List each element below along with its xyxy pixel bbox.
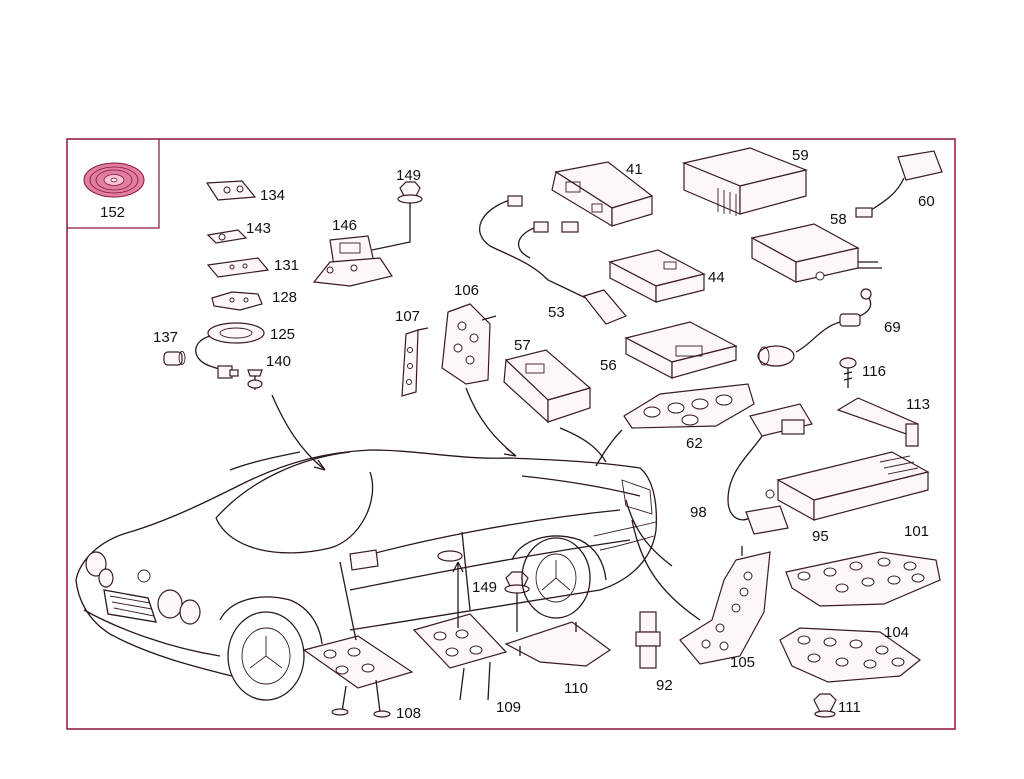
part-108-bracket [302,635,414,718]
part-label-116: 116 [862,363,886,380]
part-label-108: 108 [396,705,421,722]
part-label-101: 101 [904,523,929,540]
part-label-69: 69 [884,319,901,336]
part-111-nut [813,693,837,718]
part-140-screw [247,369,263,390]
part-92-connector [635,611,661,669]
part-110-plate [504,621,612,667]
part-label-62: 62 [686,435,703,452]
part-56-module [624,321,738,379]
car-body-illustration [75,449,658,701]
part-label-106: 106 [454,282,479,299]
part-107-strap [401,327,429,397]
part-134-bracket [205,180,257,201]
part-label-134: 134 [260,187,285,204]
part-label-146: 146 [332,217,357,234]
part-128-cover [211,291,263,311]
part-label-107: 107 [395,308,420,325]
part-146-housing [312,235,393,287]
part-label-149a: 149 [396,167,421,184]
part-125-antenna-module [195,322,265,379]
part-label-104: 104 [884,624,909,641]
part-label-140: 140 [266,353,291,370]
part-label-109: 109 [496,699,521,716]
part-label-53: 53 [548,304,565,321]
part-label-57: 57 [514,337,531,354]
part-label-113: 113 [906,396,930,413]
part-label-92: 92 [656,677,673,694]
cd-disc-icon [83,162,145,198]
part-44-module [608,249,706,303]
part-label-143: 143 [246,220,271,237]
part-label-111: 111 [838,699,861,716]
part-label-149b: 149 [472,579,497,596]
part-label-110: 110 [564,680,588,697]
part-41-control-unit [551,161,654,228]
part-label-60: 60 [918,193,935,210]
part-label-128: 128 [272,289,297,306]
part-label-44: 44 [708,269,725,286]
part-116-screw [839,357,857,388]
part-101-plate [785,551,941,607]
part-113-bracket [836,397,919,447]
part-label-58: 58 [830,211,847,228]
part-label-137: 137 [153,329,178,346]
part-label-56: 56 [600,357,617,374]
part-106-bracket [441,303,497,385]
cd-inset-box [67,139,160,229]
part-105-bracket [679,546,771,665]
part-69-cable [757,288,872,367]
part-131-plate [206,257,270,278]
part-58-module [750,223,882,284]
part-57-module [503,349,592,424]
part-label-98: 98 [690,504,707,521]
part-109-bracket [412,613,508,701]
part-label-152: 152 [100,204,125,221]
part-label-131: 131 [274,257,299,274]
part-104-plate [779,627,922,683]
part-62-plate [623,383,755,429]
part-label-41: 41 [626,161,643,178]
part-137-spacer [163,351,186,366]
part-149-nut [397,181,423,204]
part-98-cable [727,403,813,535]
part-143-clip [206,229,248,244]
diagram-frame [66,138,956,730]
part-95-module [765,451,930,522]
part-label-105: 105 [730,654,755,671]
part-59-module [682,147,808,216]
part-label-59: 59 [792,147,809,164]
part-label-95: 95 [812,528,829,545]
part-60-relay [855,150,943,218]
part-53-cable [478,195,627,325]
part-label-125: 125 [270,326,295,343]
